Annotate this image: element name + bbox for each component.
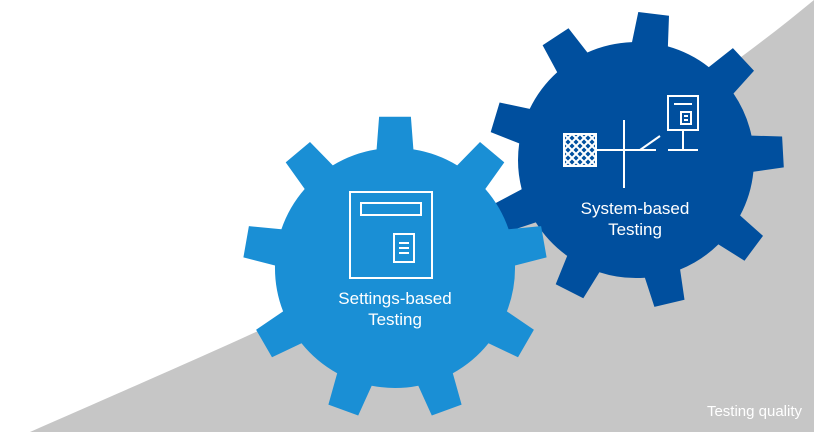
testing-quality-label: Testing quality bbox=[706, 403, 802, 420]
settings-gear bbox=[243, 116, 547, 416]
system-gear-label: System-based Testing bbox=[560, 198, 710, 240]
system-gear-label-line2: Testing bbox=[608, 220, 662, 239]
settings-window-icon bbox=[349, 191, 433, 279]
quality-slope bbox=[30, 0, 814, 432]
settings-gear-label-line2: Testing bbox=[368, 310, 422, 329]
network-system-icon bbox=[563, 95, 699, 188]
settings-gear-label: Settings-based Testing bbox=[315, 288, 475, 330]
system-gear bbox=[490, 12, 784, 307]
settings-gear-label-line1: Settings-based bbox=[338, 289, 452, 308]
system-gear-label-line1: System-based bbox=[580, 199, 690, 218]
